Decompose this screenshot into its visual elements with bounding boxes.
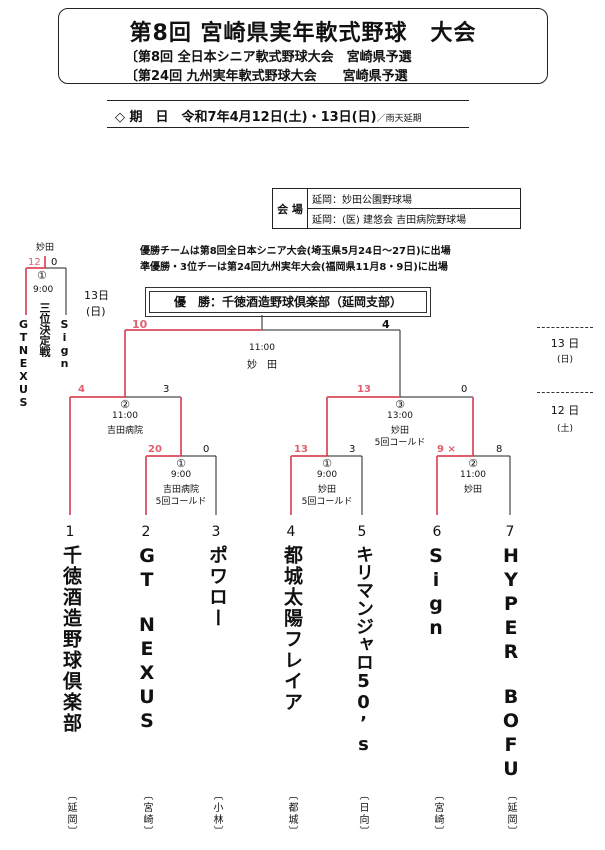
qualification-note-1: 優勝チームは第8回全日本シニア大会(埼玉県5月24日～27日)に出場 [140,246,451,257]
team-2-area: 〔宮崎〕 [141,790,152,838]
r1c-score-right: 8 [496,444,503,455]
venue-table: 会 場 延岡：妙田公園野球場 延岡：(医) 建悠会 吉田病院野球場 [272,188,521,229]
r1b-time: 9:00 [316,470,338,480]
r1c-game-no: ② [468,457,478,470]
final-time: 11:00 [249,343,275,353]
team-4-area: 〔都城〕 [286,790,297,838]
r1c-time: 11:00 [460,470,486,480]
r1b-score-left: 13 [294,444,308,455]
r1b-game-no: ① [322,457,332,470]
semi-right-lines [326,396,474,456]
round1-a-lines [145,455,217,515]
third-place-venue: 妙田 [36,243,55,253]
date-line: ◇ 期 日 令和7年4月12日(土)・13日(日)／雨天延期 [115,106,422,125]
date-text: ◇ 期 日 令和7年4月12日(土)・13日(日) [115,110,377,125]
r1a-score-right: 0 [203,444,210,455]
third-place-time: 9:00 [33,285,54,295]
third-place-lines [25,256,67,315]
team-4-number: 4 [286,524,296,540]
subtitle-1: 〔第8回 全日本シニア軟式野球大会 宮崎県予選 [125,50,412,65]
r1a-score-left: 20 [148,444,162,455]
third-place-team-left: GTNEXUS [17,318,30,409]
team-2-name: GT NEXUS [136,545,158,734]
team-4-name: 都城太陽フレイア [281,545,303,713]
r1a-venue: 吉田病院 [162,485,199,495]
team-6-name: Sign [425,545,447,641]
third-place-score-right: 0 [51,257,58,268]
team-7-area: 〔延岡〕 [505,790,516,838]
team-3-name: ポワロー [206,545,228,629]
semi-right-note: 5回コールド [374,438,426,448]
team-7-number: 7 [505,524,515,540]
day-divider-12 [537,392,593,393]
date-box: ◇ 期 日 令和7年4月12日(土)・13日(日)／雨天延期 [107,100,469,128]
day-label-13: 13 日 [550,337,580,350]
day-label-12: 12 日 [550,404,580,417]
semi-left-score-right: 3 [163,384,170,395]
final-venue: 妙 田 [247,360,277,371]
third-place-weekday: (日) [86,305,106,318]
title-box: 第8回 宮崎県実年軟式野球 大会 〔第8回 全日本シニア軟式野球大会 宮崎県予選… [58,8,548,84]
r1b-score-right: 3 [349,444,356,455]
third-place-label: 三位決定戦 [38,302,51,357]
semi-left-time: 11:00 [112,411,138,421]
team-6-number: 6 [432,524,442,540]
round1-c-lines [436,455,511,515]
semi-right-venue: 妙田 [390,426,409,436]
final-lines [124,315,401,397]
venue-header: 会 場 [272,188,308,229]
team-3-area: 〔小林〕 [211,790,222,838]
venue-2: 延岡：(医) 建悠会 吉田病院野球場 [307,208,521,229]
page-title: 第8回 宮崎県実年軟式野球 大会 [129,21,477,46]
subtitle-2: 〔第24回 九州実年軟式野球大会 宮崎県予選 [125,69,408,84]
team-7-name: HYPER BOFU [500,545,522,782]
champion-text: 優 勝：千徳酒造野球倶楽部（延岡支部） [149,291,427,313]
semi-left-score-left: 4 [78,384,85,395]
semi-right-score-right: 0 [461,384,468,395]
semi-left-lines [69,396,182,515]
semi-left-game-no: ② [120,398,130,411]
team-1-name: 千徳酒造野球倶楽部 [60,545,82,734]
day-label-12-weekday: (土) [556,424,574,434]
team-2-number: 2 [141,524,151,540]
semi-left-venue: 吉田病院 [106,426,143,436]
final-score-left: 10 [132,318,148,331]
day-label-13-weekday: (日) [556,355,574,365]
day-divider-13 [537,327,593,328]
rain-note: ／雨天延期 [376,114,422,124]
semi-right-time: 13:00 [387,411,413,421]
final-score-right: 4 [382,318,390,331]
team-6-area: 〔宮崎〕 [432,790,443,838]
semi-right-score-left: 13 [357,384,371,395]
third-place-team-right: Sign [58,318,71,370]
team-1-area: 〔延岡〕 [65,790,76,838]
r1b-venue: 妙田 [317,485,336,495]
r1b-note: 5回コールド [301,497,353,507]
r1a-time: 9:00 [170,470,192,480]
r1a-note: 5回コールド [155,497,207,507]
champion-box: 優 勝：千徳酒造野球倶楽部（延岡支部） [145,287,431,317]
r1c-venue: 妙田 [463,485,482,495]
team-3-number: 3 [211,524,221,540]
third-place-day: 13日 [84,289,109,302]
r1c-score-left: 9 × [437,444,456,455]
team-1-number: 1 [65,524,75,540]
team-5-area: 〔日向〕 [357,790,368,838]
third-place-score-left: 12 [28,257,41,268]
semi-right-game-no: ③ [395,398,405,411]
round1-b-lines [290,455,363,515]
third-place-game-no: ① [37,269,47,282]
qualification-note-2: 準優勝・3位チーは第24回九州実年大会(福岡県11月8・9日)に出場 [140,262,448,273]
r1a-game-no: ① [176,457,186,470]
team-5-name: キリマンジャロ50’s [353,545,374,755]
team-5-number: 5 [357,524,367,540]
